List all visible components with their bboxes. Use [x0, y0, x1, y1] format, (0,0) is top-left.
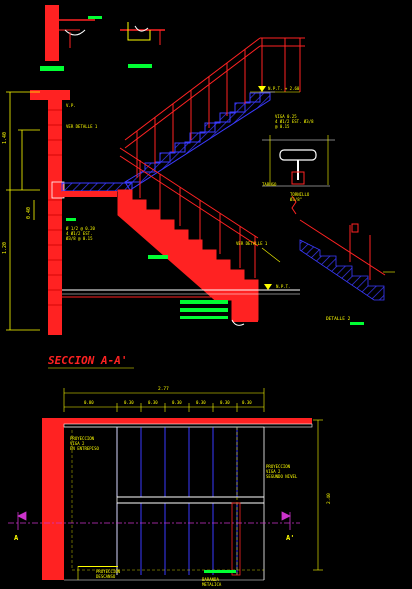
plan-dim-5: 0.30 — [196, 400, 206, 405]
plan-dim-labels: 0.80 0.30 0.30 0.30 0.30 0.30 0.30 — [84, 400, 252, 405]
plan-dim-7: 0.30 — [242, 400, 252, 405]
floor-line — [62, 289, 300, 298]
railing-upper — [124, 37, 305, 178]
plan-dim-1: 0.80 — [84, 400, 94, 405]
cut-line — [8, 511, 300, 530]
plan-bars — [77, 566, 236, 580]
detail-2-label: DETALLE 2 — [326, 316, 351, 322]
plan-right-dim: 2.40 — [326, 493, 332, 504]
plan-dim-3: 0.30 — [148, 400, 158, 405]
npt-floor-label: N.P.T. — [276, 284, 290, 289]
npt-floor-marker — [264, 284, 272, 290]
dim-left-2: 0.40 — [26, 207, 32, 219]
npt-top-marker — [250, 86, 300, 93]
plan-dim-2: 0.30 — [124, 400, 134, 405]
section-title: SECCION A-A' — [48, 354, 127, 367]
plan-dim-4: 0.30 — [172, 400, 182, 405]
left-column — [30, 90, 70, 335]
cut-label-left: A — [14, 534, 19, 542]
left-dimensions — [6, 91, 40, 331]
detail-2-drawing — [299, 219, 395, 325]
npt-top-label: N.P.T. + 2.60 — [268, 86, 300, 91]
railing-lower — [119, 147, 259, 278]
anchor-label: TARUGO — [262, 182, 277, 187]
plan-dimensions — [63, 388, 323, 571]
plan-total-dim: 2.77 — [158, 386, 169, 392]
dim-left-3: 1.20 — [2, 242, 8, 254]
legend-bars — [148, 255, 228, 319]
lower-flight — [117, 189, 259, 326]
upper-beam-note-left: VER DETALLE 1 — [66, 124, 98, 129]
landing-slab — [61, 182, 133, 197]
anchor-detail — [262, 135, 335, 215]
note-viga-label: V.P. — [66, 103, 76, 108]
plan-dim-6: 0.30 — [220, 400, 230, 405]
dim-left-1: 1.40 — [2, 132, 8, 144]
beam-note-text: VER DETALLE 1 — [236, 241, 268, 246]
lower-note-bar — [66, 218, 76, 221]
cut-label-right: A' — [286, 534, 294, 542]
top-detail-left — [40, 5, 102, 71]
plan-landing — [64, 426, 264, 576]
top-detail-mid — [120, 22, 165, 68]
